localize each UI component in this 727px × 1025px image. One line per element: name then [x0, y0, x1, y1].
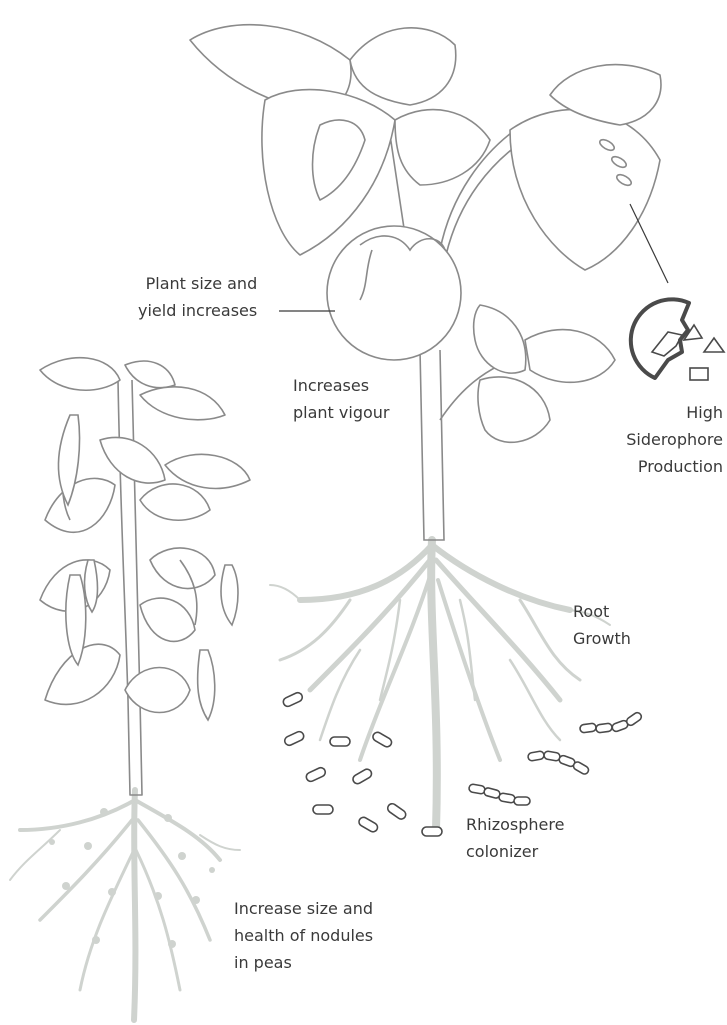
- label-nodules-line1: Increase size and: [234, 895, 373, 922]
- label-rhizosphere-line1: Rhizosphere: [466, 811, 564, 838]
- bacteria: [282, 691, 643, 836]
- label-siderophore-line3: Production: [626, 453, 723, 480]
- label-siderophore-line1: High: [626, 399, 723, 426]
- label-rhizosphere-line2: colonizer: [466, 838, 564, 865]
- label-nodules: Increase size and health of nodules in p…: [234, 895, 373, 976]
- label-plant-size: Plant size and yield increases: [138, 270, 257, 324]
- pea-roots: [10, 790, 240, 1020]
- tomato-roots: [270, 540, 610, 830]
- label-siderophore-line2: Siderophore: [626, 426, 723, 453]
- label-root-growth-line2: Growth: [573, 625, 631, 652]
- label-root-growth: Root Growth: [573, 598, 631, 652]
- label-nodules-line3: in peas: [234, 949, 373, 976]
- label-siderophore: High Siderophore Production: [626, 399, 723, 480]
- label-vigour-line1: Increases: [293, 372, 389, 399]
- siderophore-icon: [631, 299, 724, 380]
- label-vigour: Increases plant vigour: [293, 372, 389, 426]
- tomato-fruit: [327, 226, 461, 360]
- label-plant-size-line2: yield increases: [138, 297, 257, 324]
- label-nodules-line2: health of nodules: [234, 922, 373, 949]
- label-plant-size-line1: Plant size and: [138, 270, 257, 297]
- label-root-growth-line1: Root: [573, 598, 631, 625]
- label-rhizosphere: Rhizosphere colonizer: [466, 811, 564, 865]
- label-vigour-line2: plant vigour: [293, 399, 389, 426]
